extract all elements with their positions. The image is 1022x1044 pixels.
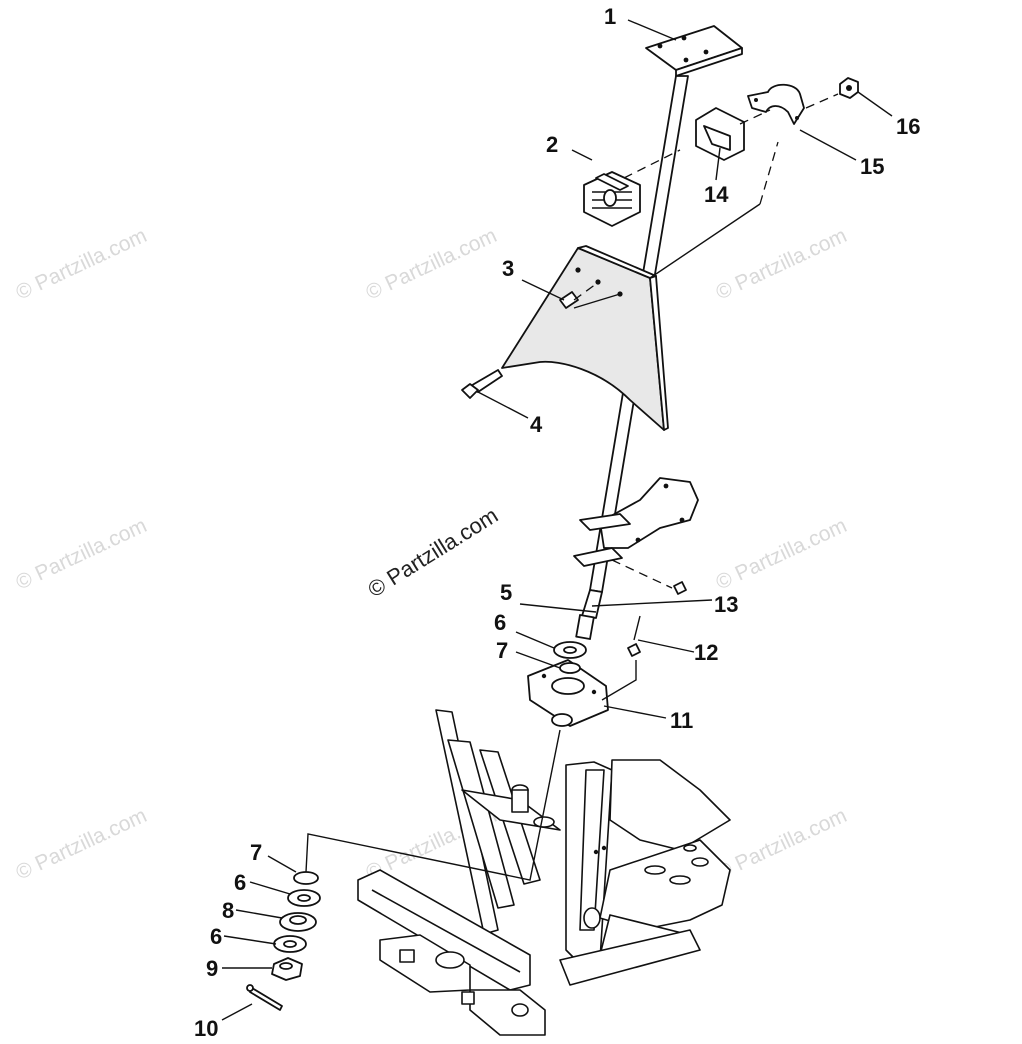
callout-3: 3 [502,256,514,281]
watermark: © Partzilla.com [712,804,850,885]
callout-8: 8 [222,898,234,923]
watermark: © Partzilla.com [12,224,150,305]
watermark: © Partzilla.com [12,804,150,885]
watermark-center: © Partzilla.com [363,502,502,602]
callout-15: 15 [860,154,884,179]
pivot-block [527,659,609,727]
callout-6b: 6 [234,870,246,895]
shaft-clamp [747,83,805,125]
leader-lines [221,19,893,1021]
watermark: © Partzilla.com [12,514,150,595]
rivet [673,581,687,595]
callout-9: 9 [206,956,218,981]
shaft-bracket [573,477,699,567]
callout-4: 4 [530,412,543,437]
upper-washers [553,641,587,674]
callout-2: 2 [546,132,558,157]
callout-14: 14 [704,182,729,207]
small-screw [559,291,579,309]
bushing-block [583,171,641,227]
callout-13: 13 [714,592,738,617]
lower-hardware [246,871,321,1011]
callout-labels: 1 2 3 4 5 6 7 11 12 13 14 15 16 7 6 8 6 … [194,4,920,1041]
callout-10: 10 [194,1016,218,1041]
cotter-pin [627,615,641,657]
bushing-half [695,107,745,161]
watermark: © Partzilla.com [712,224,850,305]
watermark: © Partzilla.com [712,514,850,595]
callout-12: 12 [694,640,718,665]
callout-1: 1 [604,4,616,29]
callout-5: 5 [500,580,512,605]
callout-16: 16 [896,114,920,139]
callout-6a: 6 [494,610,506,635]
dash-panel [501,245,669,431]
bolt [461,369,503,399]
callout-11: 11 [670,708,693,733]
callout-7a: 7 [496,638,508,663]
callout-7b: 7 [250,840,262,865]
vehicle-frame [357,709,731,1036]
hex-nut [839,77,859,99]
callout-6c: 6 [210,924,222,949]
watermark: © Partzilla.com [362,224,500,305]
